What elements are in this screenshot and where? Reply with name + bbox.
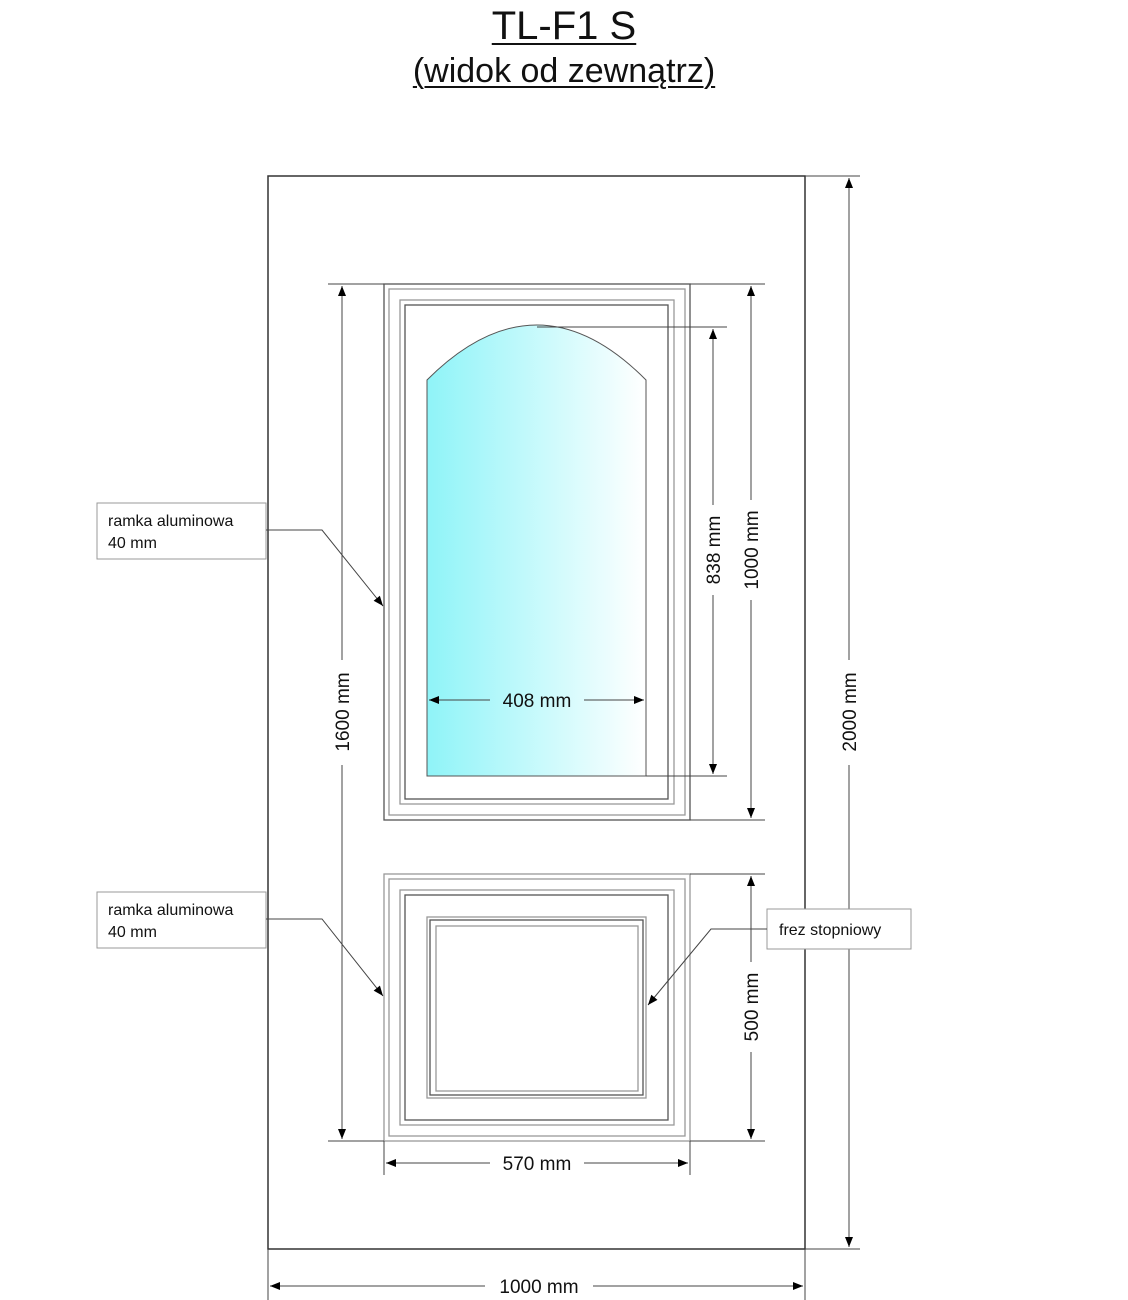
callout-upper-frame: ramka aluminowa 40 mm	[96, 502, 384, 607]
callout-groove: frez stopniowy	[647, 908, 912, 1006]
svg-text:1000 mm: 1000 mm	[742, 510, 763, 589]
upper-panel	[383, 283, 691, 821]
lower-panel	[383, 873, 691, 1142]
dim-glass-height: 838 mm	[704, 329, 725, 774]
svg-text:408 mm: 408 mm	[503, 691, 572, 712]
dim-upper-panel-height: 1000 mm	[742, 286, 763, 818]
dim-panel-width: 570 mm	[386, 1154, 688, 1175]
svg-text:838 mm: 838 mm	[704, 516, 725, 585]
svg-text:2000 mm: 2000 mm	[840, 672, 861, 751]
svg-text:40 mm: 40 mm	[108, 924, 157, 941]
svg-text:500 mm: 500 mm	[742, 973, 763, 1042]
svg-text:570 mm: 570 mm	[503, 1154, 572, 1175]
dim-door-height: 2000 mm	[840, 178, 861, 1247]
drawing-subtitle: (widok od zewnątrz)	[412, 52, 716, 90]
svg-text:1600 mm: 1600 mm	[333, 672, 354, 751]
dim-glass-width: 408 mm	[429, 691, 644, 712]
door-outline	[267, 175, 806, 1250]
svg-text:ramka aluminowa: ramka aluminowa	[108, 513, 233, 530]
svg-text:40 mm: 40 mm	[108, 535, 157, 552]
svg-text:1000 mm: 1000 mm	[499, 1277, 578, 1298]
svg-text:ramka aluminowa: ramka aluminowa	[108, 902, 233, 919]
dim-lower-panel-height: 500 mm	[742, 876, 763, 1139]
dim-door-width: 1000 mm	[270, 1277, 803, 1298]
arched-glass	[426, 324, 647, 777]
dim-panels-height: 1600 mm	[333, 286, 354, 1139]
callout-lower-frame: ramka aluminowa 40 mm	[96, 891, 384, 997]
drawing-title: TL-F1 S	[491, 4, 637, 48]
svg-text:frez stopniowy: frez stopniowy	[779, 922, 881, 939]
